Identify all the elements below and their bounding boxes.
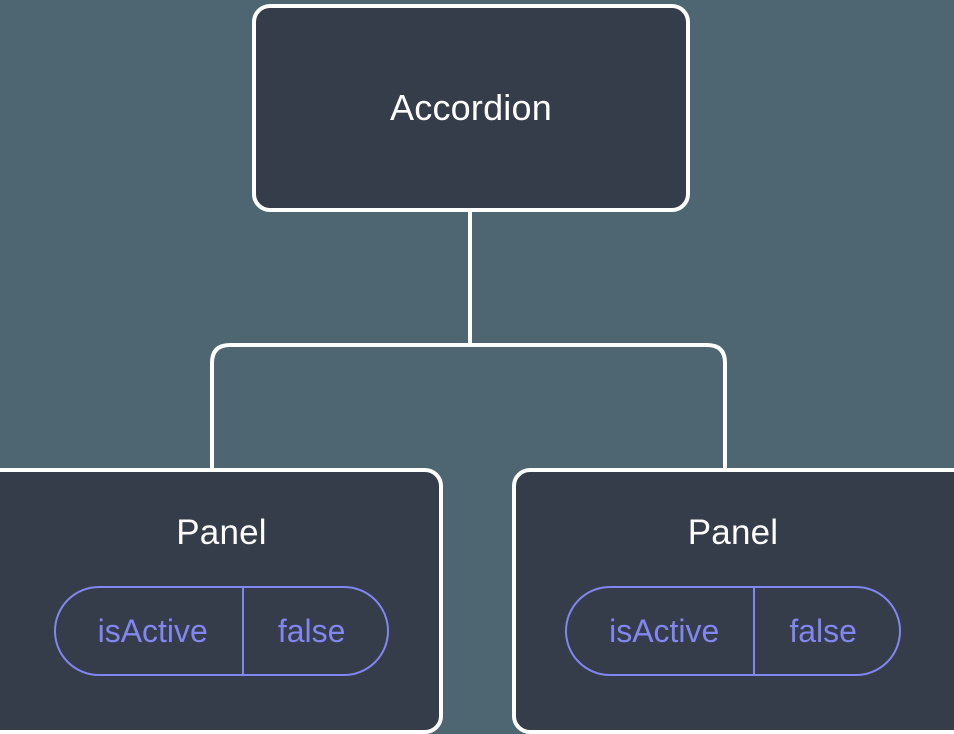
- state-key-panel-2: isActive: [609, 612, 720, 649]
- connector-branch-right: [470, 343, 727, 472]
- node-panel-2[interactable]: Panel isActive false: [512, 468, 954, 734]
- node-accordion-title: Accordion: [390, 87, 552, 129]
- connector-branch-left: [210, 343, 470, 472]
- node-accordion[interactable]: Accordion: [252, 4, 690, 212]
- state-key-panel-1: isActive: [97, 612, 208, 649]
- state-badge-panel-1[interactable]: isActive false: [53, 585, 390, 676]
- node-panel-1[interactable]: Panel isActive false: [0, 468, 443, 734]
- node-panel-2-title: Panel: [687, 513, 779, 552]
- node-panel-1-title: Panel: [176, 513, 267, 552]
- state-value-panel-1: false: [241, 587, 388, 674]
- state-badge-panel-2[interactable]: isActive false: [565, 585, 901, 676]
- state-value-panel-2: false: [753, 587, 899, 674]
